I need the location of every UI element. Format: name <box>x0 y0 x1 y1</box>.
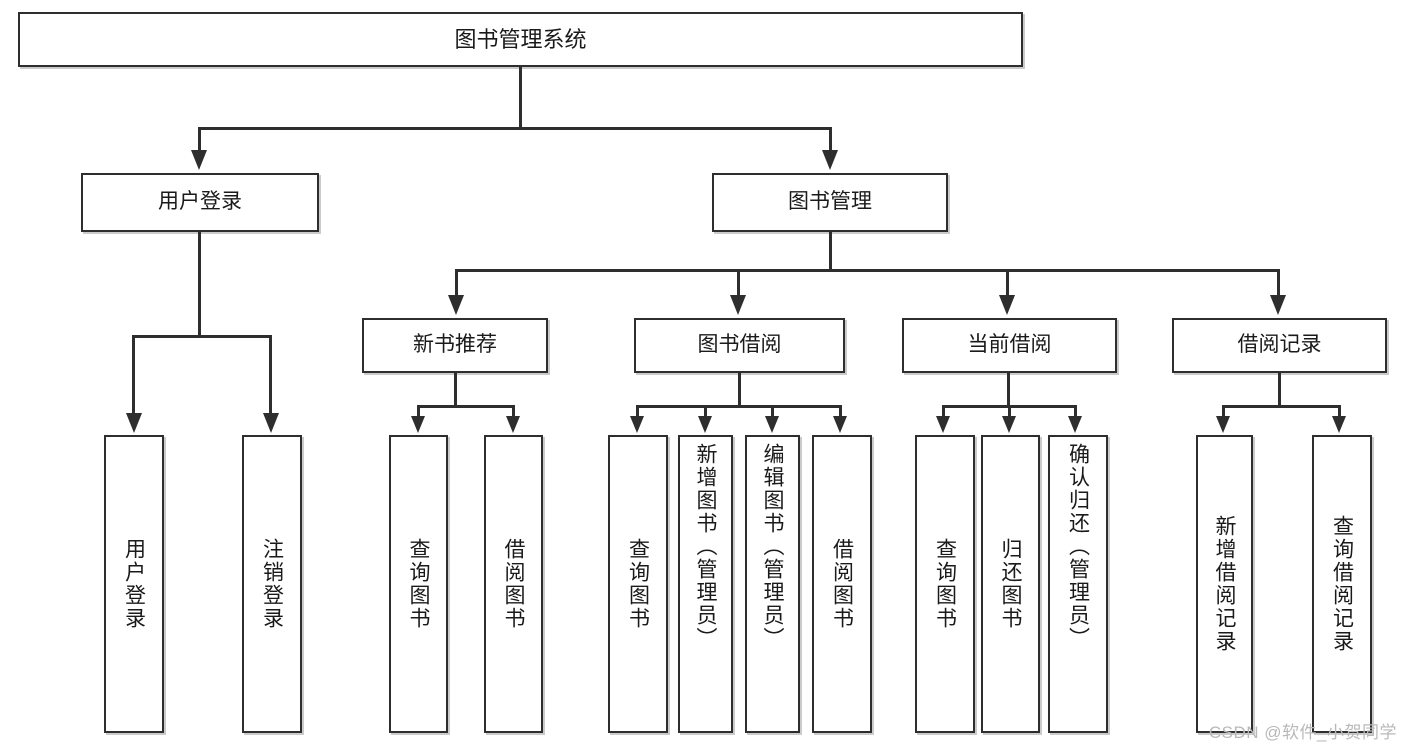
connector-root-bar <box>198 127 832 130</box>
node-current-borrow[interactable]: 当前借阅 <box>902 318 1117 373</box>
node-label: 借阅图书 <box>502 538 525 630</box>
connector-root-to-user-login <box>198 127 201 152</box>
node-label: 新增图书（管理员） <box>694 443 717 650</box>
leaf-add-book-admin[interactable]: 新增图书（管理员） <box>678 435 733 733</box>
leaf-query-book-newbooks[interactable]: 查询图书 <box>389 435 448 733</box>
leaf-confirm-return-admin[interactable]: 确认归还（管理员） <box>1048 435 1108 733</box>
connector-current-borrow-stem <box>1007 373 1010 408</box>
arrowhead-add-borrow-record <box>1216 416 1230 433</box>
arrowhead-query-book-1 <box>411 416 425 433</box>
connector-new-books-bar <box>417 405 515 408</box>
connector-user-login-left <box>132 335 135 415</box>
connector-book-borrow-l2 <box>704 405 707 417</box>
leaf-user-login[interactable]: 用户登录 <box>104 435 164 733</box>
node-label: 图书管理 <box>788 190 872 214</box>
connector-to-new-books <box>455 269 458 297</box>
node-label: 查询图书 <box>407 538 430 630</box>
node-label: 确认归还（管理员） <box>1066 443 1090 650</box>
node-label: 当前借阅 <box>967 333 1052 357</box>
connector-to-book-borrow <box>737 269 740 297</box>
connector-book-borrow-bar <box>636 405 842 408</box>
arrowhead-borrow-book-1 <box>506 416 520 433</box>
arrowhead-edit-book <box>765 416 779 433</box>
connector-to-current-borrow <box>1006 269 1009 297</box>
node-book-management[interactable]: 图书管理 <box>712 173 948 232</box>
arrowhead-to-current-borrow <box>999 295 1015 315</box>
leaf-return-book[interactable]: 归还图书 <box>981 435 1040 733</box>
node-label: 用户登录 <box>122 538 146 630</box>
arrowhead-query-borrow-record <box>1332 416 1346 433</box>
node-user-login[interactable]: 用户登录 <box>81 173 319 232</box>
node-borrow-record[interactable]: 借阅记录 <box>1172 318 1387 373</box>
node-book-borrow[interactable]: 图书借阅 <box>634 318 845 373</box>
connector-borrow-record-stem <box>1278 373 1281 408</box>
connector-book-borrow-l4 <box>839 405 842 417</box>
connector-user-login-bar <box>132 335 272 338</box>
node-new-book-recommend[interactable]: 新书推荐 <box>362 318 548 373</box>
connector-current-borrow-l2 <box>1008 405 1011 417</box>
arrowhead-borrow-book-2 <box>833 416 847 433</box>
arrowhead-query-book-3 <box>936 416 950 433</box>
connector-book-mgmt-bar <box>455 269 1280 272</box>
node-label: 注销登录 <box>260 538 284 630</box>
connector-to-borrow-record <box>1277 269 1280 297</box>
node-label: 归还图书 <box>999 538 1022 630</box>
arrowhead-return-book <box>1002 416 1016 433</box>
connector-root-to-book-mgmt <box>829 127 832 152</box>
connector-book-borrow-l1 <box>636 405 639 417</box>
connector-book-mgmt-stem <box>829 232 832 272</box>
node-label: 查询图书 <box>626 538 650 630</box>
leaf-borrow-book[interactable]: 借阅图书 <box>812 435 872 733</box>
arrowhead-logout-leaf <box>263 413 279 433</box>
connector-borrow-record-l1 <box>1222 405 1225 417</box>
node-root-library-system[interactable]: 图书管理系统 <box>18 12 1023 67</box>
arrowhead-to-book-borrow <box>730 295 746 315</box>
connector-new-books-stem <box>454 373 457 408</box>
arrowhead-to-borrow-record <box>1270 295 1286 315</box>
node-label: 用户登录 <box>158 190 242 214</box>
arrowhead-to-book-mgmt <box>822 150 838 170</box>
node-label: 借阅记录 <box>1237 333 1322 357</box>
node-label: 查询图书 <box>933 538 957 630</box>
connector-new-books-l2 <box>512 405 515 417</box>
connector-book-borrow-stem <box>738 373 741 408</box>
connector-borrow-record-bar <box>1222 405 1340 408</box>
arrowhead-confirm-return <box>1068 416 1082 433</box>
connector-new-books-l1 <box>417 405 420 417</box>
node-label: 图书借阅 <box>697 333 782 357</box>
leaf-add-borrow-record[interactable]: 新增借阅记录 <box>1196 435 1253 733</box>
leaf-query-book-current[interactable]: 查询图书 <box>915 435 975 733</box>
arrowhead-query-book-2 <box>630 416 644 433</box>
node-label: 新增借阅记录 <box>1213 515 1236 653</box>
leaf-query-borrow-record[interactable]: 查询借阅记录 <box>1312 435 1372 733</box>
node-label: 借阅图书 <box>830 538 854 630</box>
connector-root-stem <box>519 67 522 129</box>
connector-current-borrow-l1 <box>942 405 945 417</box>
connector-current-borrow-l3 <box>1074 405 1077 417</box>
leaf-borrow-book-newbooks[interactable]: 借阅图书 <box>484 435 543 733</box>
node-label: 编辑图书（管理员） <box>761 443 784 650</box>
leaf-query-book-borrow[interactable]: 查询图书 <box>608 435 668 733</box>
leaf-logout[interactable]: 注销登录 <box>242 435 302 733</box>
csdn-watermark: CSDN @软件_小贺同学 <box>1208 723 1397 742</box>
connector-book-borrow-l3 <box>771 405 774 417</box>
node-label: 查询借阅记录 <box>1330 515 1354 653</box>
connector-borrow-record-l2 <box>1338 405 1341 417</box>
leaf-edit-book-admin[interactable]: 编辑图书（管理员） <box>745 435 800 733</box>
connector-user-login-right <box>269 335 272 415</box>
node-label: 图书管理系统 <box>454 26 587 52</box>
arrowhead-user-login-leaf <box>126 413 142 433</box>
connector-user-login-stem <box>198 232 201 337</box>
arrowhead-add-book <box>698 416 712 433</box>
arrowhead-to-user-login <box>191 150 207 170</box>
arrowhead-to-new-books <box>448 295 464 315</box>
node-label: 新书推荐 <box>413 333 497 357</box>
